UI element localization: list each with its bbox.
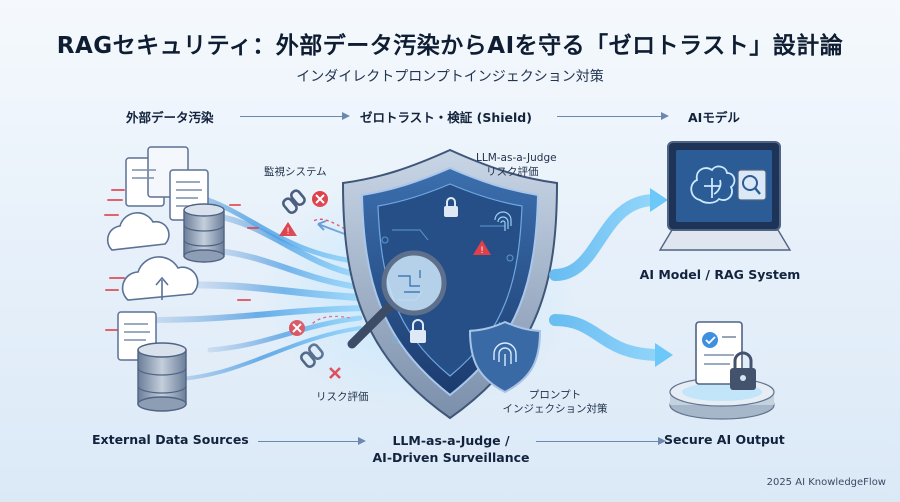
prompt-label-line1: プロンプト: [528, 389, 582, 401]
lock-icon: [410, 319, 426, 343]
magnifier-icon: [737, 169, 767, 201]
flow-arrow: [557, 112, 669, 120]
svg-text:!: !: [480, 246, 484, 256]
output-data-streams: [549, 194, 666, 361]
judge-label-line2: リスク評価: [486, 166, 539, 178]
monitor-icon: [658, 141, 792, 251]
cloud-icon: [106, 212, 170, 251]
flow-bottom-center-label-line1: LLM-as-a-Judge /: [392, 433, 510, 448]
brain-icon: [690, 165, 736, 204]
ai-model-label: AI Model / RAG System: [639, 267, 801, 282]
flow-arrow: [258, 437, 366, 445]
database-icon: [183, 203, 225, 263]
chain-link-icon: [282, 189, 306, 215]
lock-icon: [444, 197, 458, 217]
flow-bottom-right-label: Secure AI Output: [664, 432, 785, 447]
fingerprint-icon: [494, 211, 512, 231]
magnifier-icon: [347, 250, 447, 349]
flow-bottom-left-label: External Data Sources: [92, 432, 249, 447]
fingerprint-icon: [493, 342, 517, 366]
shield-icon: [468, 320, 542, 394]
flow-arrow: [240, 112, 350, 120]
monitoring-label: 監視システム: [264, 166, 327, 178]
page-subtitle: インダイレクトプロンプトインジェクション対策: [296, 69, 604, 85]
page-title: RAGセキュリティ：外部データ汚染からAIを守る「ゼロトラスト」設計論: [56, 33, 844, 59]
risk-eval-label: リスク評価: [316, 391, 369, 403]
cloud-icon: [121, 256, 199, 301]
warning-icon: !: [473, 240, 491, 256]
flow-top-right-label: AIモデル: [688, 110, 740, 125]
judge-label-line1: LLM-as-a-Judge: [476, 152, 557, 164]
credit-text: 2025 AI KnowledgeFlow: [766, 477, 886, 488]
flow-top-left-label: 外部データ汚染: [126, 110, 214, 125]
flow-bottom-center-label-line2: AI-Driven Surveillance: [372, 450, 530, 465]
prompt-label-line2: インジェクション対策: [502, 403, 608, 415]
document-icon: [695, 321, 743, 385]
secure-output-icon: [669, 321, 775, 420]
flow-arrow: [536, 437, 666, 445]
database-icon: [137, 342, 187, 412]
lock-icon: [730, 351, 756, 390]
flow-top-center-label: ゼロトラスト・検証 (Shield): [360, 110, 532, 125]
